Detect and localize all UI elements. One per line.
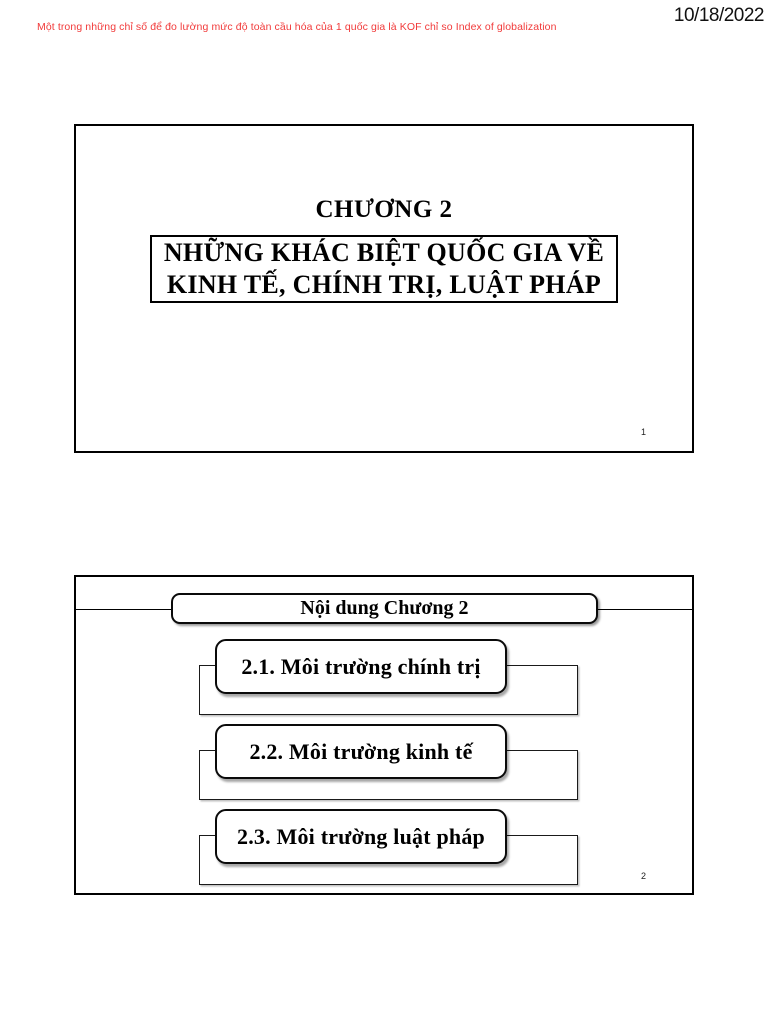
slide-title-box: NHỮNG KHÁC BIỆT QUỐC GIA VỀ KINH TẾ, CHÍ… (150, 235, 618, 303)
annotation-note: Một trong những chỉ số để đo lường mức đ… (37, 21, 557, 33)
item-1-label: 2.1. Môi trường chính trị (241, 653, 481, 679)
content-item-1: 2.1. Môi trường chính trị (76, 577, 692, 893)
item-3-label: 2.3. Môi trường luật pháp (237, 823, 485, 849)
item-3-label-box: 2.3. Môi trường luật pháp (215, 809, 507, 864)
slide-title-line-1: NHỮNG KHÁC BIỆT QUỐC GIA VỀ (163, 238, 605, 267)
item-2-label: 2.2. Môi trường kinh tế (249, 738, 473, 764)
slide-1: CHƯƠNG 2 NHỮNG KHÁC BIỆT QUỐC GIA VỀ KIN… (74, 124, 694, 453)
slide-1-page-number: 1 (640, 427, 646, 437)
item-1-shadow-box (199, 665, 578, 715)
item-3-shadow-box (199, 835, 578, 885)
chapter-heading: CHƯƠNG 2 (315, 196, 453, 223)
content-item-2: 2.2. Môi trường kinh tế (76, 577, 692, 893)
date-stamp: 10/18/2022 (673, 5, 765, 26)
item-2-shadow-box (199, 750, 578, 800)
content-header-box: Nội dung Chương 2 (171, 593, 598, 624)
content-item-3: 2.3. Môi trường luật pháp (76, 577, 692, 893)
slide-2-page-number: 2 (640, 871, 646, 881)
slide-2: Nội dung Chương 2 2.1. Môi trường chính … (74, 575, 694, 895)
item-2-label-box: 2.2. Môi trường kinh tế (215, 724, 507, 779)
slide-title-line-2: KINH TẾ, CHÍNH TRỊ, LUẬT PHÁP (166, 270, 602, 299)
item-1-label-box: 2.1. Môi trường chính trị (215, 639, 507, 694)
